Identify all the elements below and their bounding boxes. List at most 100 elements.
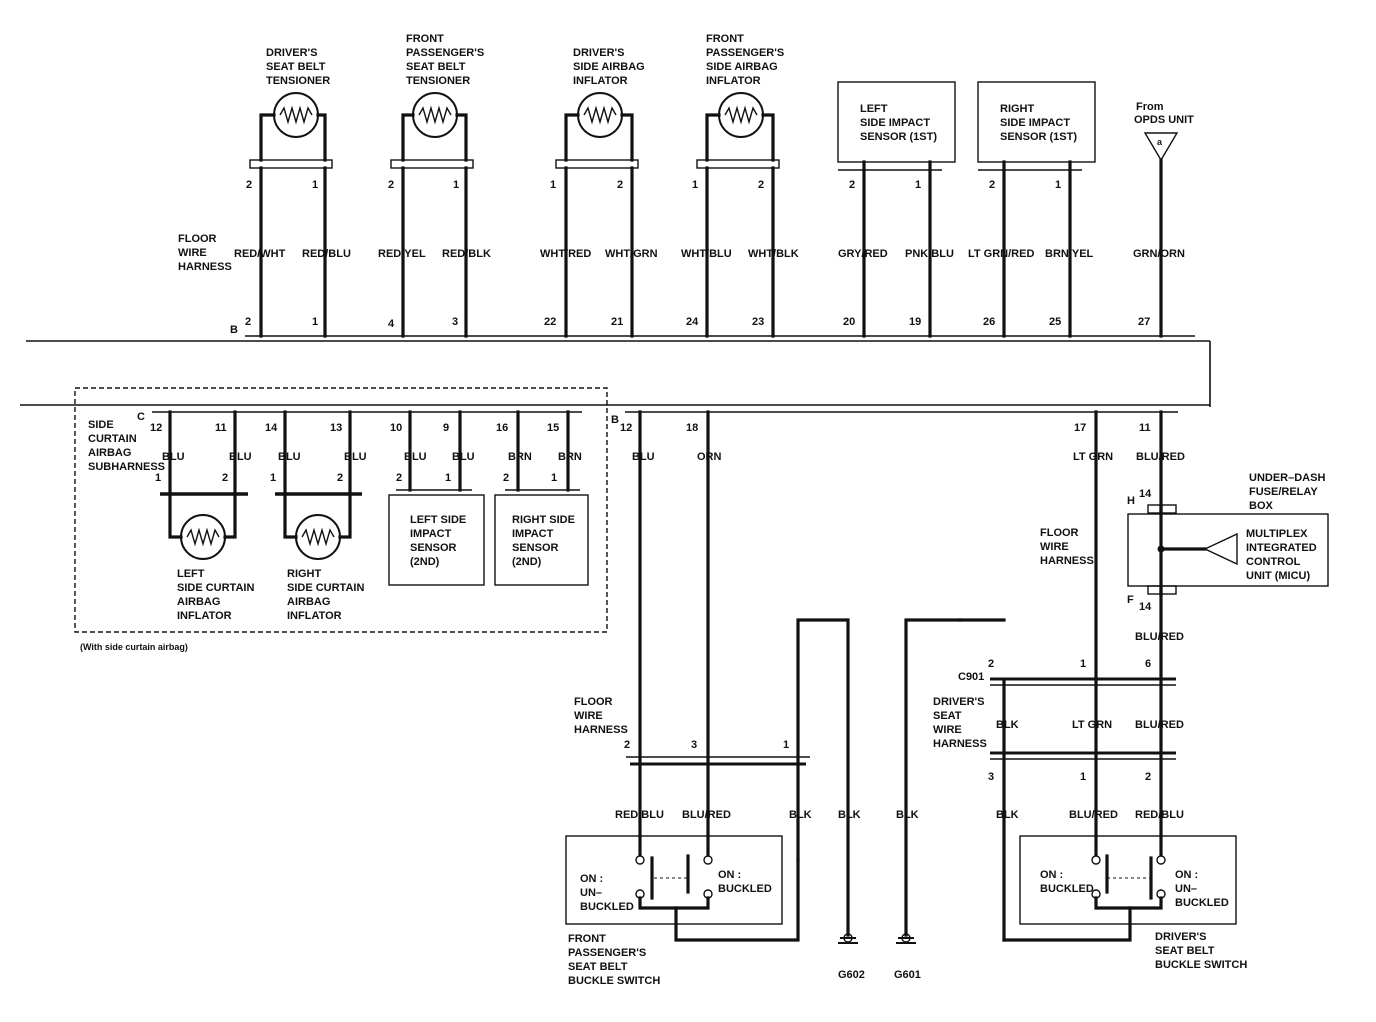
svg-text:BLU/RED: BLU/RED [682, 809, 731, 821]
svg-text:RIGHT SIDE: RIGHT SIDE [512, 514, 575, 526]
svg-text:24: 24 [686, 316, 699, 328]
svg-text:BLU/RED: BLU/RED [1135, 719, 1184, 731]
svg-text:C: C [137, 411, 145, 423]
svg-text:BUCKLED: BUCKLED [580, 901, 634, 913]
svg-text:LT GRN/RED: LT GRN/RED [968, 248, 1034, 260]
svg-text:2: 2 [396, 472, 402, 484]
svg-text:1: 1 [915, 179, 921, 191]
svg-text:2: 2 [388, 179, 394, 191]
svg-text:SENSOR: SENSOR [512, 542, 559, 554]
connector [696, 159, 780, 169]
svg-text:SIDE CURTAIN: SIDE CURTAIN [177, 582, 254, 594]
svg-text:BLU/RED: BLU/RED [1135, 631, 1184, 643]
svg-text:SIDE AIRBAG: SIDE AIRBAG [573, 61, 645, 73]
svg-text:BLK: BLK [789, 809, 812, 821]
svg-text:BUCKLED: BUCKLED [1175, 897, 1229, 909]
svg-text:RIGHT: RIGHT [287, 568, 322, 580]
svg-text:2: 2 [246, 179, 252, 191]
ground-g601-icon [896, 933, 916, 944]
svg-text:SEAT: SEAT [933, 710, 962, 722]
svg-text:INFLATOR: INFLATOR [573, 75, 628, 87]
svg-text:PNK/BLU: PNK/BLU [905, 248, 954, 260]
svg-text:H: H [1127, 495, 1135, 507]
svg-text:IMPACT: IMPACT [512, 528, 554, 540]
svg-text:BUCKLE SWITCH: BUCKLE SWITCH [568, 975, 660, 987]
svg-text:3: 3 [691, 739, 697, 751]
svg-text:HARNESS: HARNESS [574, 724, 628, 736]
left-side-impact-sensor-1st: LEFT SIDE IMPACT SENSOR (1ST) [837, 81, 956, 171]
svg-text:WIRE: WIRE [574, 710, 603, 722]
svg-text:SEAT BELT: SEAT BELT [1155, 945, 1215, 957]
svg-text:SEAT BELT: SEAT BELT [266, 61, 326, 73]
svg-text:1: 1 [270, 472, 276, 484]
drivers-seat-belt-tensioner: DRIVER'S SEAT BELT TENSIONER [249, 47, 333, 169]
svg-text:RED/BLU: RED/BLU [1135, 809, 1184, 821]
svg-text:1: 1 [1055, 179, 1061, 191]
connector [555, 159, 639, 169]
svg-text:BLU/RED: BLU/RED [1136, 451, 1185, 463]
svg-text:RED/BLU: RED/BLU [615, 809, 664, 821]
svg-text:BRN: BRN [508, 451, 532, 463]
connector-arrow-icon [1143, 132, 1179, 162]
svg-text:2: 2 [617, 179, 623, 191]
svg-text:a: a [1157, 137, 1163, 147]
svg-text:BUCKLE SWITCH: BUCKLE SWITCH [1155, 959, 1247, 971]
svg-text:B: B [230, 324, 238, 336]
svg-text:GRN/ORN: GRN/ORN [1133, 248, 1185, 260]
right-wiring: 17 LT GRN FLOOR WIRE HARNESS 11 BLU/RED … [933, 410, 1329, 942]
svg-text:2: 2 [222, 472, 228, 484]
svg-text:FUSE/RELAY: FUSE/RELAY [1249, 486, 1318, 498]
svg-text:BLU: BLU [452, 451, 475, 463]
left-side-curtain-airbag-inflator: LEFT SIDE CURTAIN AIRBAG INFLATOR [160, 492, 254, 622]
svg-text:2: 2 [849, 179, 855, 191]
svg-text:25: 25 [1049, 316, 1061, 328]
svg-text:20: 20 [843, 316, 855, 328]
svg-text:13: 13 [330, 422, 342, 434]
svg-text:FLOOR: FLOOR [574, 696, 613, 708]
drivers-side-airbag-inflator: DRIVER'S SIDE AIRBAG INFLATOR [555, 47, 645, 169]
svg-text:2: 2 [758, 179, 764, 191]
svg-text:23: 23 [752, 316, 764, 328]
svg-text:RED/BLU: RED/BLU [302, 248, 351, 260]
svg-text:BRN/YEL: BRN/YEL [1045, 248, 1094, 260]
svg-text:FRONT: FRONT [706, 33, 744, 45]
svg-text:1: 1 [783, 739, 789, 751]
svg-text:4: 4 [388, 318, 395, 330]
svg-text:(2ND): (2ND) [410, 556, 440, 568]
svg-text:WIRE: WIRE [1040, 541, 1069, 553]
svg-text:SEAT BELT: SEAT BELT [406, 61, 466, 73]
svg-text:WHT/RED: WHT/RED [540, 248, 591, 260]
svg-text:SIDE AIRBAG: SIDE AIRBAG [706, 61, 778, 73]
svg-text:SIDE IMPACT: SIDE IMPACT [860, 117, 930, 129]
top-wires: FLOOR WIRE HARNESS 2 1 2 1 1 2 1 2 2 1 2… [178, 158, 1185, 338]
svg-text:RED/YEL: RED/YEL [378, 248, 426, 260]
ground-g602-icon [838, 933, 858, 944]
svg-text:14: 14 [1139, 488, 1152, 500]
svg-text:RED/BLK: RED/BLK [442, 248, 491, 260]
svg-text:INFLATOR: INFLATOR [177, 610, 232, 622]
micu-arrow-icon [1203, 532, 1238, 566]
front-passenger-side-airbag-inflator: FRONT PASSENGER'S SIDE AIRBAG INFLATOR [696, 33, 784, 169]
svg-text:FLOOR: FLOOR [1040, 527, 1079, 539]
connector [249, 159, 333, 169]
svg-text:PASSENGER'S: PASSENGER'S [706, 47, 784, 59]
svg-text:DRIVER'S: DRIVER'S [1155, 931, 1207, 943]
svg-text:BOX: BOX [1249, 500, 1274, 512]
svg-text:WHT/GRN: WHT/GRN [605, 248, 658, 260]
svg-text:1: 1 [155, 472, 161, 484]
svg-text:DRIVER'S: DRIVER'S [933, 696, 985, 708]
svg-text:OPDS UNIT: OPDS UNIT [1134, 114, 1194, 126]
svg-text:11: 11 [215, 422, 227, 434]
svg-text:SEAT BELT: SEAT BELT [568, 961, 628, 973]
svg-text:2: 2 [1145, 771, 1151, 783]
svg-text:ORN: ORN [697, 451, 722, 463]
drivers-buckle-switch: ON : BUCKLED ON : UN– BUCKLED DRIVER'S S… [1002, 834, 1247, 971]
svg-text:DRIVER'S: DRIVER'S [266, 47, 318, 59]
svg-text:SUBHARNESS: SUBHARNESS [88, 461, 165, 473]
svg-text:LEFT SIDE: LEFT SIDE [410, 514, 466, 526]
svg-text:1: 1 [312, 316, 318, 328]
svg-text:PASSENGER'S: PASSENGER'S [568, 947, 646, 959]
svg-text:BLU: BLU [632, 451, 655, 463]
svg-text:C901: C901 [958, 671, 984, 683]
svg-text:F: F [1127, 594, 1134, 606]
